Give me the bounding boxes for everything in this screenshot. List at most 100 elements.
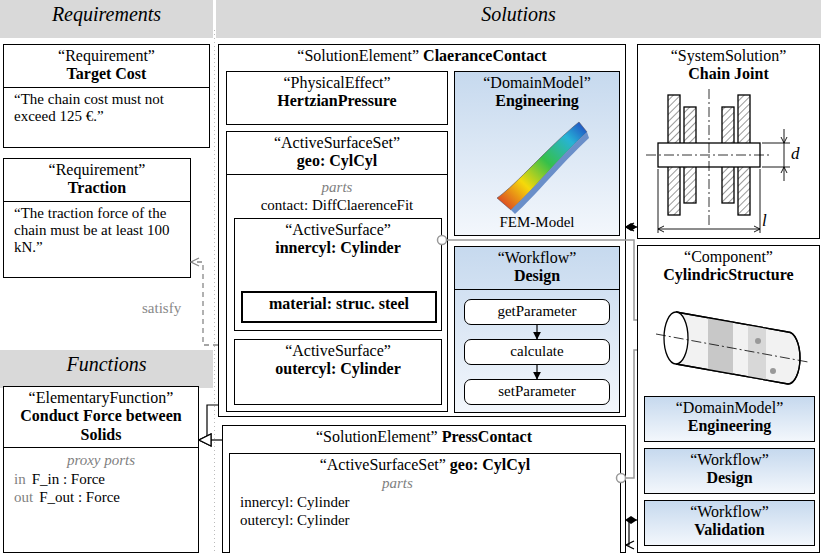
text-row: outercyl: Cylinder xyxy=(235,360,441,378)
drawing-part xyxy=(784,129,785,181)
text-row: “Component” xyxy=(638,248,819,266)
text-row: CylindricStructure xyxy=(638,266,819,284)
node-text: “ActiveSurfaceSet” xyxy=(274,134,400,152)
drawing-part xyxy=(781,137,787,173)
text-row: “ActiveSurfaceSet”geo: CylCyl xyxy=(230,456,620,474)
surface-set: “ActiveSurfaceSet”geo: CylCylpartsinnerc… xyxy=(229,453,621,553)
text-row: proxy ports xyxy=(4,451,198,469)
workflow-step: calculate xyxy=(464,339,610,365)
text-row: innercyl: Cylinder xyxy=(235,239,441,257)
node-text: “ActiveSurface” xyxy=(285,221,391,239)
text-row: contact: DiffClaerenceFit xyxy=(227,196,447,214)
text-row: Conduct Force between Solids xyxy=(4,407,198,448)
text-row: “ElementaryFunction” xyxy=(4,389,198,407)
node-text: material: struc. steel xyxy=(269,295,409,313)
drawing-part xyxy=(762,143,790,144)
center-line xyxy=(656,334,808,362)
physical-effect: “PhysicalEffect”HertzianPressure xyxy=(226,71,448,125)
node-text: Design xyxy=(514,267,560,285)
text-row: “Workflow” xyxy=(645,451,814,469)
comp-connector xyxy=(626,520,637,545)
dimension-label: d xyxy=(791,145,800,162)
drawing-part xyxy=(658,226,760,232)
domain-model: “DomainModel”EngineeringFEM-Model xyxy=(454,71,620,236)
node-text: proxy ports xyxy=(67,452,135,469)
gen-connector xyxy=(199,405,218,440)
text-row: getParameter xyxy=(465,302,609,320)
text-row: outF_out : Force xyxy=(4,488,198,506)
contact-point xyxy=(755,338,761,344)
wire-connector xyxy=(442,240,637,320)
node-text: Engineering xyxy=(688,417,772,435)
node-text: “Requirement” xyxy=(58,47,155,65)
text-row: in F_in : Force xyxy=(4,470,198,488)
node-text: “Workflow” xyxy=(690,503,769,521)
solution-element: “SolutionElement”ClaeranceContact“Physic… xyxy=(218,44,626,417)
drawing-part xyxy=(760,169,761,233)
node-text: ClaeranceContact xyxy=(423,47,547,65)
text-row: “Workflow” xyxy=(455,249,619,267)
node-text: in xyxy=(14,471,26,488)
node-text: “Workflow” xyxy=(690,451,769,469)
text-row: calculate xyxy=(465,342,609,360)
domain-model: “DomainModel”Engineering xyxy=(644,396,815,442)
node-text: outercyl: Cylinder xyxy=(240,512,350,529)
text-row: “ActiveSurfaceSet” xyxy=(227,134,447,152)
node-text: geo: CylCyl xyxy=(450,456,530,474)
node-text: F_in : Force xyxy=(32,471,105,488)
text-row: material: struc. steel xyxy=(243,295,435,313)
node-text: PressContact xyxy=(442,428,532,446)
text-row: FEM-Model xyxy=(455,213,619,231)
cylinder-end xyxy=(788,332,800,384)
node-text: innercyl: Cylinder xyxy=(275,239,400,257)
text-row: “ActiveSurface” xyxy=(235,342,441,360)
text-row: Traction xyxy=(4,179,190,201)
node-text: Solutions xyxy=(481,0,555,28)
workflow-step: getParameter xyxy=(464,299,610,325)
node-text: getParameter xyxy=(497,303,576,320)
text-row: Chain Joint xyxy=(638,65,819,83)
node-text: “DomainModel” xyxy=(676,399,784,417)
text-row: Design xyxy=(645,469,814,487)
flow-connector xyxy=(536,325,537,339)
node-text: Engineering xyxy=(495,92,579,110)
text-row: Engineering xyxy=(455,92,619,110)
gen-connector xyxy=(199,439,222,440)
text-row: “The chain cost must not exceed 125 €.” xyxy=(4,91,209,126)
node-text: “PhysicalEffect” xyxy=(283,74,390,92)
text-row: Engineering xyxy=(645,417,814,435)
node-text: out xyxy=(14,489,33,506)
node-text: Requirements xyxy=(52,0,161,28)
cylinder-band xyxy=(708,318,733,374)
node-text: Design xyxy=(706,469,752,487)
wire-connector xyxy=(621,350,637,478)
function-block: “ElementaryFunction”Conduct Force betwee… xyxy=(3,386,199,553)
text-row: “PhysicalEffect” xyxy=(227,74,447,92)
node-text: parts xyxy=(382,475,413,492)
node-text: HertzianPressure xyxy=(277,92,396,110)
system-solution: “SystemSolution”Chain Joint xyxy=(637,44,820,239)
dimension-lines xyxy=(658,129,790,233)
text-row: Requirements xyxy=(0,0,213,30)
text-row: “DomainModel” xyxy=(455,74,619,92)
workflow-step: setParameter xyxy=(464,379,610,405)
node-text: “SystemSolution” xyxy=(671,47,787,65)
active-surface: “ActiveSurface”innercyl: Cylinder materia… xyxy=(234,218,442,331)
node-text: “Workflow” xyxy=(498,249,577,267)
text-row: parts xyxy=(230,474,620,492)
text-row: Solutions xyxy=(216,0,821,30)
text-row: innercyl: Cylinder xyxy=(230,493,620,511)
text-row: “ActiveSurface” xyxy=(235,221,441,239)
component: “Component”CylindricStructure “DomainMode… xyxy=(637,245,820,553)
text-row: outercyl: Cylinder xyxy=(230,511,620,529)
comp-connector xyxy=(626,226,637,227)
cylinder-body xyxy=(676,312,800,384)
column-separator xyxy=(214,30,215,553)
solution-element: “SolutionElement”PressContact“ActiveSurf… xyxy=(222,425,626,553)
text-row: setParameter xyxy=(465,382,609,400)
section-header: Functions xyxy=(0,350,213,388)
text-row: “The traction force of the chain must be… xyxy=(4,205,190,257)
text-row: “Requirement” xyxy=(4,161,190,179)
center-line xyxy=(709,89,710,225)
